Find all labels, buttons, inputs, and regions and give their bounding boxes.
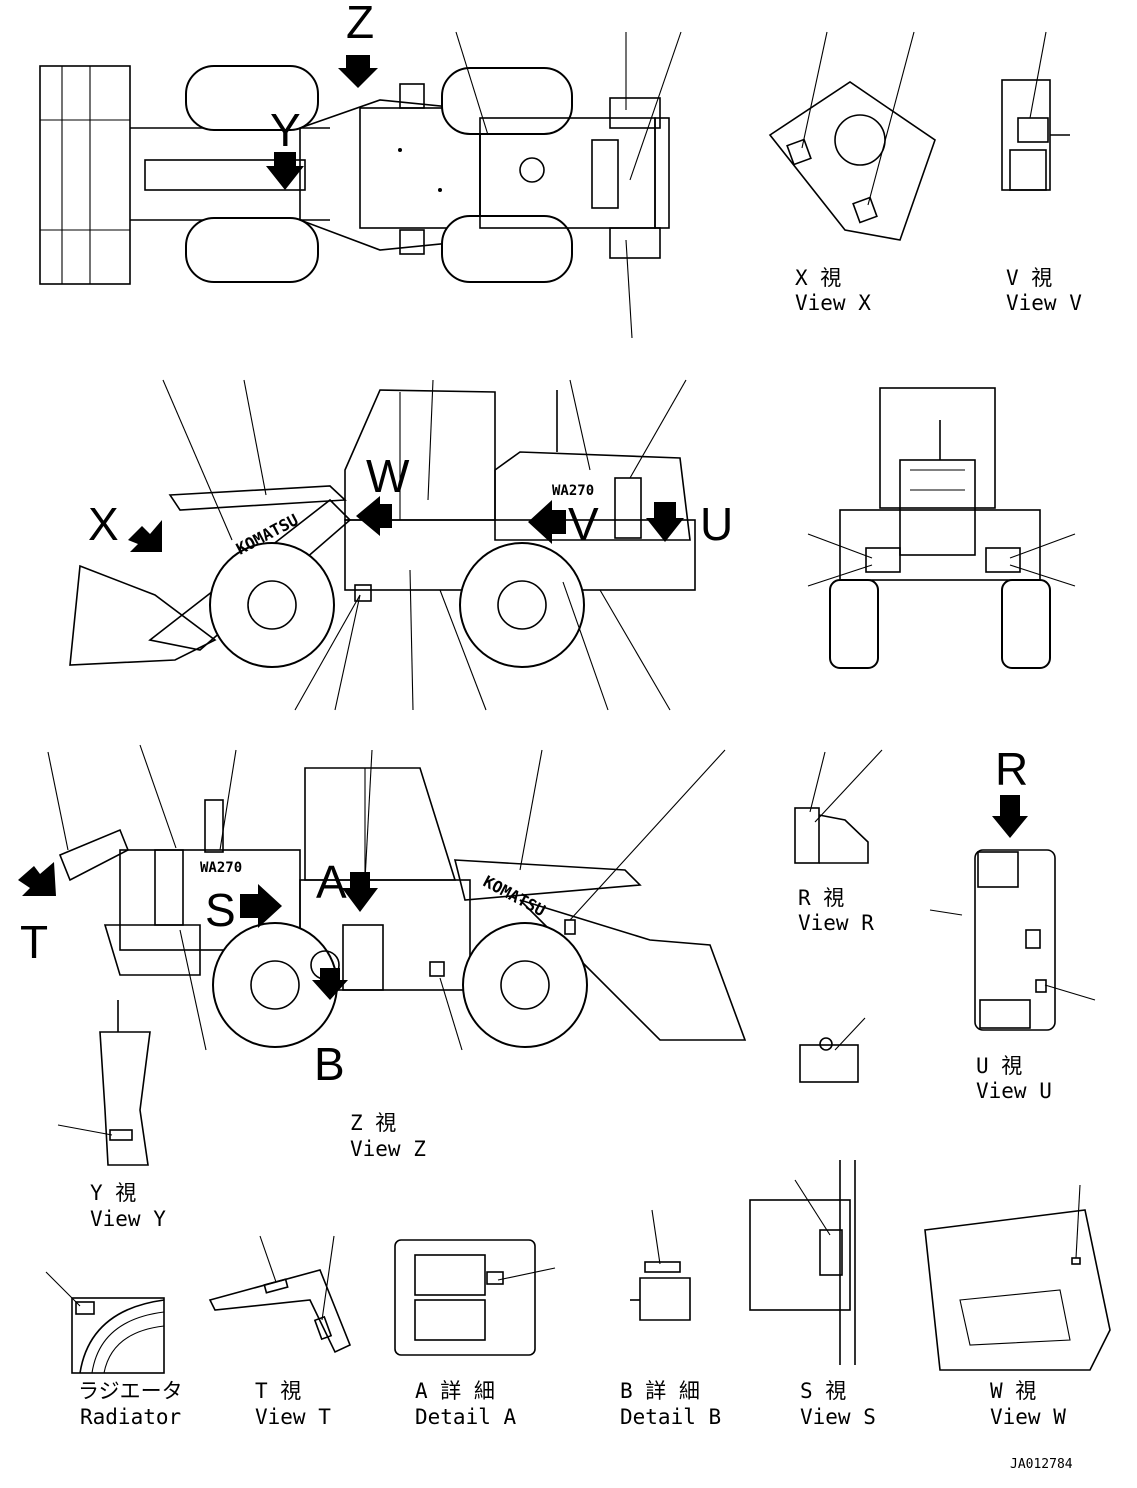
arrow-s-icon [240,884,282,928]
caption-detail-a-jp: A 詳 細 [415,1379,495,1403]
top-bucket [39,65,131,285]
top-view: Z Y [39,0,682,339]
arrow-w-icon [356,496,392,536]
side-rear-wheel-left [459,542,585,668]
side-bucket-right [519,899,747,1041]
side-bucket-left [69,564,217,666]
arrow-a-icon [342,872,378,912]
caption-radiator-en: Radiator [80,1405,181,1429]
view-x-detail: X 視 View X [768,31,936,315]
caption-detail-b-en: Detail B [620,1405,721,1429]
view-letter-b: B [314,1038,345,1090]
caption-view-t-en: View T [255,1405,331,1429]
top-front-tire-left [185,65,319,131]
rear-view [807,387,1076,669]
view-v-detail: V 視 View V [1001,31,1082,315]
caption-view-u-en: View U [976,1079,1052,1103]
arrow-b-icon [312,968,348,1000]
caption-view-u-jp: U 視 [976,1054,1022,1078]
view-letter-y: Y [270,104,301,156]
drawing-code: JA012784 [1010,1457,1073,1472]
caption-detail-b-jp: B 詳 細 [620,1379,700,1403]
caption-view-s-en: View S [800,1405,876,1429]
caption-view-t-jp: T 視 [255,1379,301,1403]
caption-view-v-jp: V 視 [1006,266,1052,290]
arrow-t-icon [18,862,56,896]
view-r-detail: R 視 View R [794,749,883,935]
side-front-wheel-right [462,922,588,1048]
rear-cab [879,387,996,509]
tag-detail [799,1017,866,1083]
caption-view-x-jp: X 視 [795,266,841,290]
caption-view-x-en: View X [795,291,871,315]
side-hood-left [494,451,691,541]
view-w-detail: W 視 View W [924,1184,1111,1429]
side-front-wheel-left [209,542,335,668]
view-letter-r: R [995,743,1028,795]
arrow-x-icon [128,520,162,552]
caption-view-z-jp: Z 視 [350,1111,396,1135]
caption-view-r-en: View R [798,911,874,935]
caption-view-y-en: View Y [90,1207,166,1231]
left-side-view: KOMATSU WA270 X W V U [69,379,733,711]
arrow-z-icon [338,55,378,88]
view-letter-s: S [205,884,236,936]
caption-view-v-en: View V [1006,291,1082,315]
top-rear-tire-left [441,67,573,135]
arrow-y-icon [266,152,304,190]
top-front-tire-right [185,217,319,283]
caption-view-y-jp: Y 視 [90,1181,136,1205]
arrow-r-icon [992,795,1028,838]
decal-model-left: WA270 [552,483,594,499]
view-y-detail: Y 視 View Y [57,1000,166,1231]
view-letter-u: U [700,498,733,550]
radiator-detail: ラジエータ Radiator [45,1271,183,1429]
caption-view-w-en: View W [990,1405,1066,1429]
arrow-u-icon [646,502,684,542]
view-letter-a: A [316,856,347,908]
caption-detail-a-en: Detail A [415,1405,517,1429]
view-u-detail: R U 視 View U [929,743,1096,1103]
caption-radiator-jp: ラジエータ [78,1379,183,1403]
caption-view-r-jp: R 視 [798,886,844,910]
decal-brand-right: KOMATSU [480,872,548,920]
caption-view-w-jp: W 視 [990,1379,1036,1403]
detail-b: B 詳 細 Detail B [620,1209,721,1429]
decal-model-right: WA270 [200,860,242,876]
view-letter-z: Z [346,0,374,48]
view-letter-v: V [568,498,599,550]
caption-view-z-en: View Z [350,1137,426,1161]
right-side-view: KOMATSU WA270 T S A B [18,744,747,1090]
arrow-v-icon [528,500,566,544]
caption-view-s-jp: S 視 [800,1379,846,1403]
side-cab-left [344,389,496,521]
view-letter-x: X [88,498,119,550]
view-letter-w: W [366,450,410,502]
view-s-detail: S 視 View S [749,1160,876,1429]
view-u-panel [974,849,1056,1031]
detail-a: A 詳 細 Detail A [394,1239,556,1429]
top-rear-tire-right [441,215,573,283]
view-letter-t: T [20,916,48,968]
view-t-detail: T 視 View T [208,1235,352,1429]
